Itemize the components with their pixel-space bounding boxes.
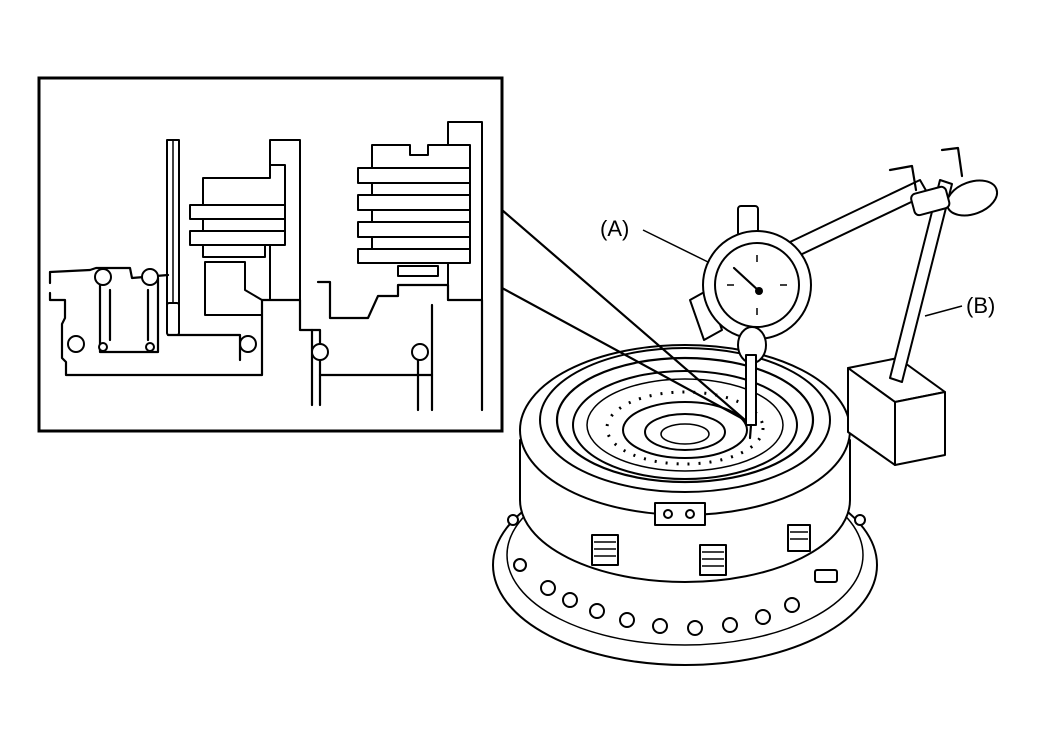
detail-inset bbox=[37, 76, 504, 433]
label-magnetic-base: (B) bbox=[966, 293, 995, 318]
clutch-assembly bbox=[492, 344, 878, 666]
label-a-leader bbox=[642, 229, 709, 263]
magnetic-base-stand bbox=[789, 146, 999, 466]
return-springs bbox=[591, 502, 811, 576]
clutch-pack-left bbox=[189, 139, 301, 316]
housing-section bbox=[48, 266, 484, 412]
dial-indicator bbox=[689, 205, 812, 440]
label-b-leader bbox=[924, 305, 963, 317]
flange-holes bbox=[507, 514, 866, 636]
clutch-pack-right bbox=[357, 121, 483, 301]
label-dial-indicator: (A) bbox=[600, 216, 629, 241]
callout-wedge bbox=[500, 208, 747, 422]
probe-rod bbox=[166, 139, 180, 336]
